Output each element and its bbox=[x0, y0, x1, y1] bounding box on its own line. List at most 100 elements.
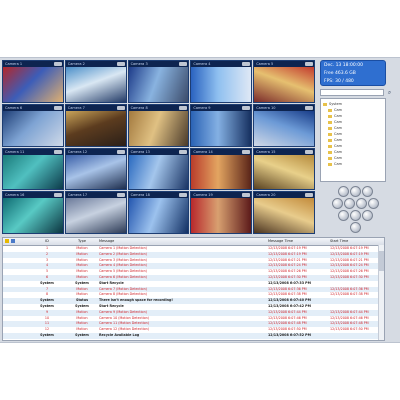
camera-view[interactable]: Camera 15 bbox=[253, 147, 315, 191]
ptz-button[interactable] bbox=[350, 210, 361, 221]
ptz-button[interactable] bbox=[350, 222, 361, 233]
camera-feed bbox=[191, 154, 252, 190]
camera-node-icon bbox=[328, 132, 332, 136]
ptz-button[interactable] bbox=[362, 186, 373, 197]
header-message-time[interactable]: Message Time bbox=[268, 239, 294, 243]
cell-message-time: 12/13/2008 6:07:33 PM bbox=[268, 280, 311, 285]
camera-view[interactable]: Camera 16 bbox=[2, 191, 64, 234]
camera-feed bbox=[3, 67, 63, 102]
cell-start-time: 12/13/2008 6:07:48 PM bbox=[330, 321, 369, 326]
header-start-time[interactable]: Start Time bbox=[330, 239, 349, 243]
camera-view[interactable]: Camera 9 bbox=[190, 103, 253, 147]
ptz-button[interactable] bbox=[338, 186, 349, 197]
ptz-button[interactable] bbox=[332, 198, 343, 209]
camera-view[interactable]: Camera 18 bbox=[127, 191, 190, 234]
tree-item[interactable]: Cam bbox=[323, 131, 383, 137]
camera-node-icon bbox=[328, 138, 332, 142]
cell-type: System bbox=[75, 332, 89, 337]
ptz-button[interactable] bbox=[362, 210, 373, 221]
header-message[interactable]: Message bbox=[99, 239, 115, 243]
camera-view[interactable]: Camera 7 bbox=[64, 103, 127, 147]
camera-view[interactable]: Camera 20 bbox=[253, 191, 315, 234]
table-scrollbar[interactable] bbox=[378, 245, 384, 340]
camera-view[interactable]: Camera 8 bbox=[127, 103, 190, 147]
camera-view[interactable]: Camera 2 bbox=[64, 60, 127, 103]
tree-item[interactable]: Cam bbox=[323, 137, 383, 143]
camera-status-icon bbox=[179, 193, 188, 198]
ptz-button[interactable] bbox=[356, 198, 367, 209]
tree-item[interactable]: Cam bbox=[323, 113, 383, 119]
camera-label: Camera 14 bbox=[191, 148, 252, 155]
scrollbar-thumb[interactable] bbox=[379, 251, 384, 271]
ptz-button[interactable] bbox=[344, 198, 355, 209]
camera-view[interactable]: Camera 14 bbox=[190, 147, 253, 191]
search-input[interactable] bbox=[320, 89, 384, 96]
camera-feed bbox=[254, 198, 314, 233]
cell-type: Motion bbox=[76, 309, 88, 314]
ptz-button[interactable] bbox=[338, 210, 349, 221]
camera-view[interactable]: Camera 3 bbox=[127, 60, 190, 103]
camera-view[interactable]: Camera 11 bbox=[2, 147, 64, 191]
camera-view[interactable]: Camera 6 bbox=[2, 103, 64, 147]
header-id[interactable]: ID bbox=[45, 239, 49, 243]
camera-status-icon bbox=[116, 193, 125, 198]
tree-item[interactable]: Cam bbox=[323, 161, 383, 167]
camera-label: Camera 10 bbox=[254, 104, 314, 111]
camera-view[interactable]: Camera 17 bbox=[64, 191, 127, 234]
camera-label: Camera 9 bbox=[191, 104, 252, 111]
tree-item[interactable]: Cam bbox=[323, 155, 383, 161]
tree-item[interactable]: Cam bbox=[323, 125, 383, 131]
camera-label: Camera 11 bbox=[3, 148, 63, 155]
camera-view[interactable]: Camera 5 bbox=[253, 60, 315, 103]
camera-view[interactable]: Camera 1 bbox=[2, 60, 64, 103]
cell-id: 7 bbox=[45, 286, 49, 291]
clock-fps: FPS: 30 / 480 bbox=[324, 79, 354, 84]
tree-item[interactable]: Cam bbox=[323, 149, 383, 155]
cell-message: Camera 7 (Motion Detection) bbox=[99, 286, 147, 291]
camera-status-icon bbox=[53, 149, 62, 154]
search-icon[interactable]: ⌕ bbox=[387, 89, 392, 96]
cell-type: Motion bbox=[76, 327, 88, 332]
camera-view[interactable]: Camera 10 bbox=[253, 103, 315, 147]
camera-view[interactable]: Camera 13 bbox=[127, 147, 190, 191]
header-type[interactable]: Type bbox=[77, 239, 87, 243]
camera-status-icon bbox=[116, 62, 125, 66]
ptz-button[interactable] bbox=[368, 198, 379, 209]
camera-node-icon bbox=[328, 150, 332, 154]
camera-view[interactable]: Camera 19 bbox=[190, 191, 253, 234]
tree-item[interactable]: Cam bbox=[323, 143, 383, 149]
cell-type: Motion bbox=[76, 274, 88, 279]
camera-label: Camera 4 bbox=[191, 61, 252, 67]
camera-feed bbox=[65, 154, 126, 190]
camera-node-icon bbox=[328, 120, 332, 124]
cell-message-time: 12/13/2008 6:07:19 PM bbox=[268, 251, 307, 256]
cell-type: Status bbox=[75, 298, 89, 303]
camera-view[interactable]: Camera 12 bbox=[64, 147, 127, 191]
ptz-button[interactable] bbox=[350, 186, 361, 197]
camera-status-icon bbox=[53, 62, 62, 66]
cell-type: Motion bbox=[76, 315, 88, 320]
tree-item[interactable]: Cam bbox=[323, 107, 383, 113]
tree-item[interactable]: Cam bbox=[323, 119, 383, 125]
camera-view[interactable]: Camera 4 bbox=[190, 60, 253, 103]
cell-type: Motion bbox=[76, 246, 88, 250]
tree-root[interactable]: System bbox=[323, 101, 383, 107]
camera-node-icon bbox=[328, 144, 332, 148]
